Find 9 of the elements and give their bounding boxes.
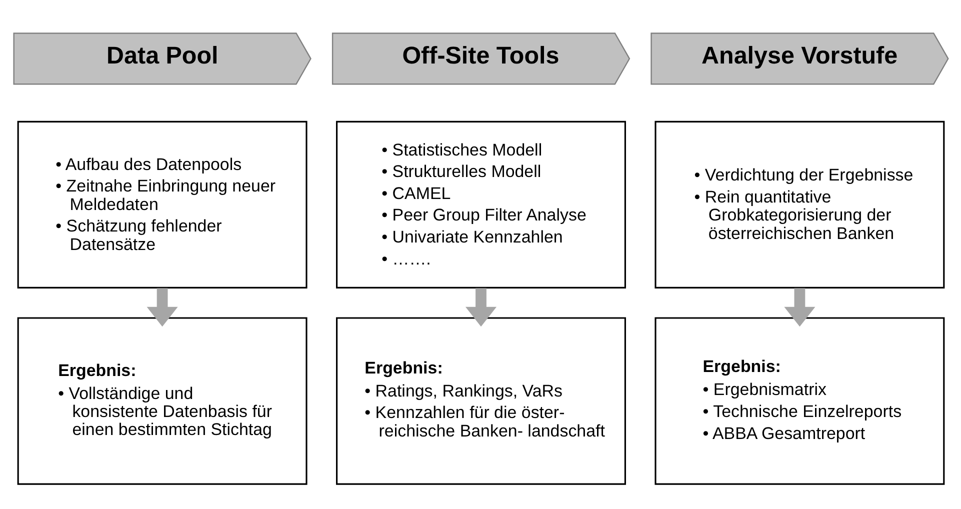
arrow [146, 288, 178, 326]
node-box: • Statistisches Modell • Strukturelles Modell • CAMEL • Peer Group Filter Analyse • Univariate Kennzahlen • ……. [336, 120, 626, 288]
node-box: Ergebnis: • Ratings, Rankings, VaRs • Kennzahlen für die öster- reichische Banken- landschaft [336, 316, 626, 484]
node-box: Ergebnis: • Vollständige und konsistente Datenbasis für einen bestimmten Stichtag [16, 316, 307, 484]
arrow [464, 288, 496, 326]
node-box: Ergebnis: • Ergebnismatrix • Technische Einzelreports • ABBA Gesamtreport [654, 316, 944, 484]
node-box: • Aufbau des Datenpools • Zeitnahe Einbringung neuer Meldedaten • Schätzung fehlender Datensätze [16, 120, 307, 288]
node-box: • Verdichtung der Ergebnisse • Rein quantitative Grobkategorisierung der österreichischen Banken [654, 120, 944, 288]
arrow [784, 288, 815, 326]
